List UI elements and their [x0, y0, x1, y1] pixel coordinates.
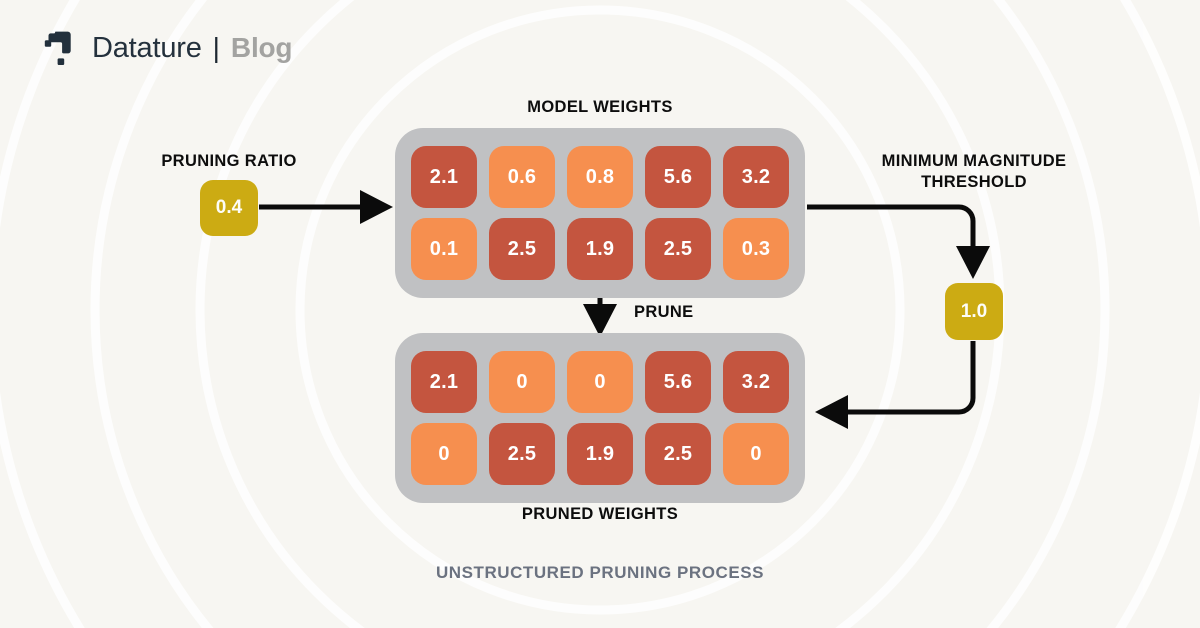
model-weight-cell: 2.5 — [645, 218, 711, 280]
pruned-weight-cell: 0 — [723, 423, 789, 485]
arrow-threshold-to-pruned — [814, 341, 976, 429]
footer-caption: UNSTRUCTURED PRUNING PROCESS — [435, 563, 765, 582]
model-weight-cell: 2.5 — [489, 218, 555, 280]
model-weight-cell: 0.8 — [567, 146, 633, 208]
model-weight-cell: 0.6 — [489, 146, 555, 208]
model-weight-cell: 2.1 — [411, 146, 477, 208]
arrow-weights-to-threshold — [807, 204, 990, 280]
pruned-weight-cell: 2.5 — [645, 423, 711, 485]
model-weight-cell: 0.1 — [411, 218, 477, 280]
model-weight-cell: 1.9 — [567, 218, 633, 280]
model-weight-cell: 3.2 — [723, 146, 789, 208]
site-header: Datature | Blog — [44, 30, 293, 66]
pruned-weight-cell: 3.2 — [723, 351, 789, 413]
prune-label: PRUNE — [634, 303, 694, 321]
pruned-weight-cell: 2.1 — [411, 351, 477, 413]
brand-section-label: Blog — [230, 31, 293, 63]
minimum-magnitude-threshold-label: MINIMUM MAGNITUDE THRESHOLD — [881, 152, 1067, 192]
pruned-weight-cell: 0 — [567, 351, 633, 413]
pruned-weight-cell: 2.5 — [489, 423, 555, 485]
pruning-ratio-label: PRUNING RATIO — [161, 152, 297, 170]
pruned-weight-cell: 5.6 — [645, 351, 711, 413]
datature-logo-icon — [44, 31, 71, 65]
model-weight-cell: 5.6 — [645, 146, 711, 208]
threshold-chip[interactable]: 1.0 — [945, 283, 1003, 340]
pruned-weight-cell: 0 — [411, 423, 477, 485]
brand-divider: | — [212, 31, 220, 63]
model-weights-label: MODEL WEIGHTS — [527, 98, 673, 116]
brand-name: Datature — [92, 31, 202, 64]
pruning-ratio-value: 0.4 — [215, 197, 243, 218]
pruning-ratio-chip[interactable]: 0.4 — [200, 180, 258, 236]
model-weight-cell: 0.3 — [723, 218, 789, 280]
threshold-value: 1.0 — [960, 300, 988, 322]
pruned-weights-label: PRUNED WEIGHTS — [521, 505, 679, 523]
pruned-weight-cell: 1.9 — [567, 423, 633, 485]
pruned-weight-cell: 0 — [489, 351, 555, 413]
